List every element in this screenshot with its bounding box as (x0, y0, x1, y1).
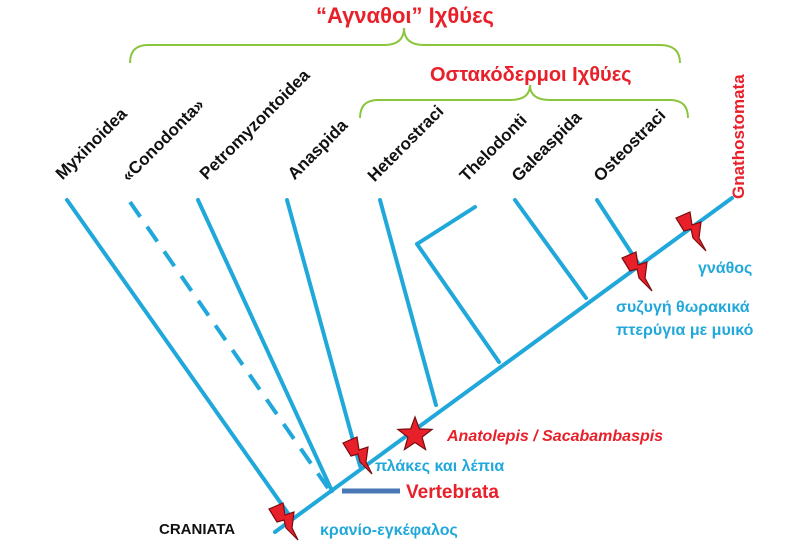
main-trunk (273, 196, 734, 534)
branch-heterostraci (378, 198, 438, 407)
vertebrata-label: Vertebrata (406, 482, 499, 503)
fossil-label: Anatolepis / Sacabambaspis (447, 428, 664, 445)
branch-hetero-thelo-stem (415, 242, 501, 364)
branch-anaspida (285, 198, 362, 468)
gnathostomata-label: Gnathostomata (729, 74, 748, 199)
agnatha-label: “Αγναθοι” Ιχθύες (316, 3, 494, 28)
lightning-icon (342, 436, 373, 475)
star-icon (396, 415, 434, 452)
character-cranium: κρανίο-εγκέφαλος (320, 522, 458, 539)
character-paired-fins-line1: συζυγή θωρακικά (616, 299, 750, 316)
branch-myxinoidea (65, 198, 294, 521)
ostracoderms-label: Οστακόδερμοι Ιχθύες (430, 64, 632, 86)
branch-osteostraci (595, 198, 640, 265)
lightning-icon (268, 502, 299, 541)
branch-thelodonti (415, 205, 477, 246)
branch-petromyzontoidea (196, 198, 334, 493)
lightning-icon (675, 211, 707, 252)
ostracoderms-bracket (359, 84, 689, 119)
branch-galeaspida (513, 198, 588, 300)
character-paired-fins-line2: πτερύγια με μυικό (616, 322, 754, 339)
lightning-icon (621, 251, 653, 292)
character-jaws: γνάθος (698, 260, 753, 277)
agnatha-bracket (129, 27, 681, 64)
character-plates: πλάκες και λέπια (375, 458, 505, 475)
craniata-label: CRANIATA (159, 521, 236, 538)
